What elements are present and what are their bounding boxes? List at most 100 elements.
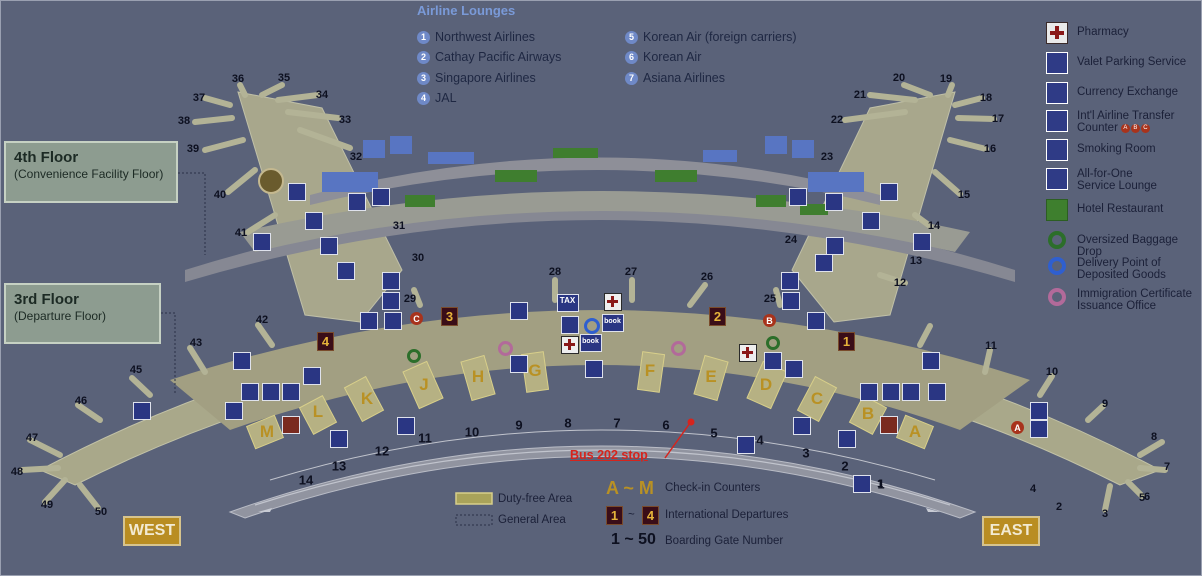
currency-exchange-icon [303, 367, 321, 385]
lounges-title: Airline Lounges [417, 3, 516, 18]
legend-immigration-label-line2: Issuance Office [1077, 300, 1157, 312]
legend-service-label-line1: All-for-One [1077, 168, 1133, 180]
gate-number: 19 [939, 73, 953, 85]
lounge-name: Korean Air (foreign carriers) [643, 30, 797, 44]
gate-number: 33 [338, 114, 352, 126]
service-lounge-icon [862, 212, 880, 230]
currency-exchange-icon [785, 360, 803, 378]
currency-exchange-icon [1046, 82, 1068, 104]
immigration-certificate-icon [1048, 288, 1066, 306]
gate-number: 28 [548, 266, 562, 278]
currency-exchange-icon [807, 312, 825, 330]
checkin-counter-letter: A [908, 422, 922, 441]
checkin-counter-letter: M [259, 422, 275, 441]
internet-icon [320, 237, 338, 255]
west-direction-label: WEST [123, 516, 181, 546]
gate-number: 50 [94, 506, 108, 518]
gate-number: 17 [991, 113, 1005, 125]
smoking-room-icon [288, 183, 306, 201]
legend-transfer-label-line1: Int'l Airline Transfer [1077, 110, 1175, 122]
duty-free-island [693, 354, 729, 402]
currency-exchange-icon [922, 352, 940, 370]
currency-exchange-icon [928, 383, 946, 401]
service-lounge-icon [305, 212, 323, 230]
departure-key-label: International Departures [665, 509, 789, 521]
duty-free-island [636, 351, 666, 393]
restroom-icon [282, 416, 300, 434]
pharmacy-icon [739, 344, 757, 362]
currency-exchange-icon [360, 312, 378, 330]
gate-number: 13 [909, 255, 923, 267]
currency-exchange-icon [860, 383, 878, 401]
gate-number: 39 [186, 143, 200, 155]
bookstore-label: book [604, 318, 621, 325]
gate-number: 18 [979, 92, 993, 104]
gate-number: 14 [927, 220, 941, 232]
lounge-name: Asiana Airlines [643, 71, 725, 85]
gate-number: 11 [985, 340, 997, 352]
hotel-icon [253, 233, 271, 251]
duty-free-island [402, 360, 444, 410]
legend-deposited-label-line2: Deposited Goods [1077, 269, 1166, 281]
lounge-block [428, 152, 474, 164]
lounge-name: JAL [435, 91, 457, 105]
legend-pharmacy: Pharmacy [1046, 22, 1202, 44]
transfer-icon [764, 352, 782, 370]
currency-exchange-icon [902, 383, 920, 401]
gate-number: 25 [763, 293, 777, 305]
transfer-counter-c: C [410, 312, 423, 325]
hotel-icon [913, 233, 931, 251]
currency-exchange-icon [510, 355, 528, 373]
currency-exchange-icon [781, 272, 799, 290]
legend-valet-label: Valet Parking Service [1077, 56, 1187, 68]
gate-number: 47 [25, 432, 39, 444]
gate-number: 45 [129, 364, 143, 376]
duty-free-island [895, 414, 935, 450]
currency-exchange-icon [382, 292, 400, 310]
gate-number: 29 [403, 293, 417, 305]
bus-stop-leader [664, 422, 691, 459]
internet-icon [510, 302, 528, 320]
deposited-goods-icon [1048, 257, 1066, 275]
gate-number: 49 [40, 499, 54, 511]
gate-number: 24 [784, 234, 798, 246]
lounge-block [703, 150, 737, 162]
gate-number: 30 [411, 252, 425, 264]
lounge-block [808, 172, 864, 192]
duty-free-islands [245, 351, 935, 450]
fourth-floor-subtitle: (Convenience Facility Floor) [14, 167, 164, 181]
currency-exchange-icon [882, 383, 900, 401]
legend-hotel-label: Hotel Restaurant [1077, 203, 1164, 215]
gate-number: 16 [983, 143, 997, 155]
curb-ramp-number: 9 [515, 417, 523, 433]
transfer-badge: A [1120, 123, 1130, 133]
international-departure-number: 1 [838, 332, 855, 351]
smoking-room-icon [330, 430, 348, 448]
gate-number: 35 [277, 72, 291, 84]
checkin-counter-letter: L [312, 402, 324, 421]
gate-number: 5 [1138, 492, 1146, 504]
gate-key-label: Boarding Gate Number [665, 535, 784, 547]
hotel-restaurant-area [405, 195, 435, 207]
currency-exchange-icon [793, 417, 811, 435]
roadway-east-arrow [926, 508, 940, 512]
transfer-counter-a: A [1011, 421, 1024, 434]
hotel-restaurant-area [495, 170, 537, 182]
bookstore-icon: book [602, 314, 624, 332]
tax-refund-icon: TAX [557, 294, 579, 312]
service-lounge-icon [348, 193, 366, 211]
gate-number: 42 [255, 314, 269, 326]
pharmacy-icon [561, 336, 579, 354]
third-floor-leader [161, 312, 176, 395]
information-icon [262, 383, 280, 401]
legend-currency-label: Currency Exchange [1077, 86, 1178, 98]
valet-parking-icon [853, 475, 871, 493]
gate-number: 6 [1143, 491, 1151, 503]
valet-parking-icon [1046, 52, 1068, 74]
gate-number: 2 [1055, 501, 1063, 513]
lounge-block [792, 140, 814, 158]
